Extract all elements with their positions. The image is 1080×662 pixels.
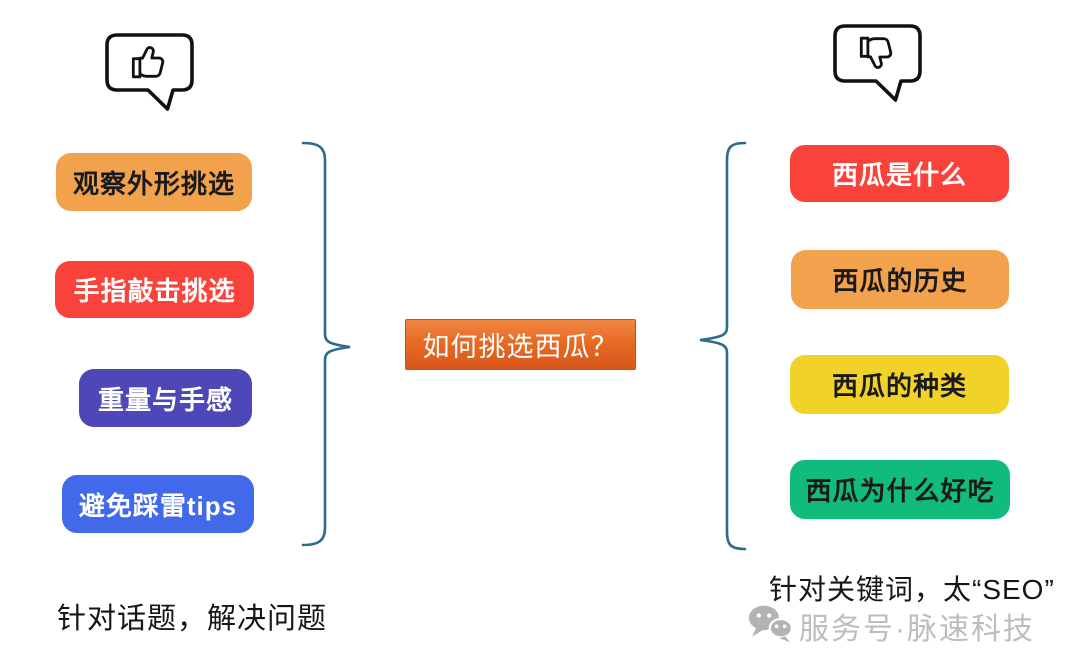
watermark-text: 服务号·脉速科技 (799, 613, 1035, 646)
wechat-icon (748, 605, 794, 643)
left-caption: 针对话题，解决问题 (57, 603, 328, 635)
right-brace (699, 141, 747, 551)
thumbs-down-icon (859, 36, 893, 69)
topic-box: 观察外形挑选 (56, 153, 252, 211)
thumbs-up-bubble-icon (105, 33, 194, 111)
topic-box: 西瓜为什么好吃 (790, 460, 1010, 519)
left-brace (301, 141, 351, 547)
topic-box: 重量与手感 (79, 369, 252, 427)
thumbs-up-icon (131, 46, 165, 79)
central-question-box: 如何挑选西瓜？ (405, 319, 636, 370)
topic-box: 手指敲击挑选 (55, 261, 254, 318)
topic-box: 西瓜的历史 (791, 250, 1009, 309)
topic-box: 西瓜是什么 (790, 145, 1009, 202)
thumbs-down-bubble-icon (833, 24, 922, 102)
topic-box: 避免踩雷tips (62, 475, 254, 533)
topic-box: 西瓜的种类 (790, 355, 1009, 414)
right-caption: 针对关键词，太“SEO” (769, 574, 1055, 605)
